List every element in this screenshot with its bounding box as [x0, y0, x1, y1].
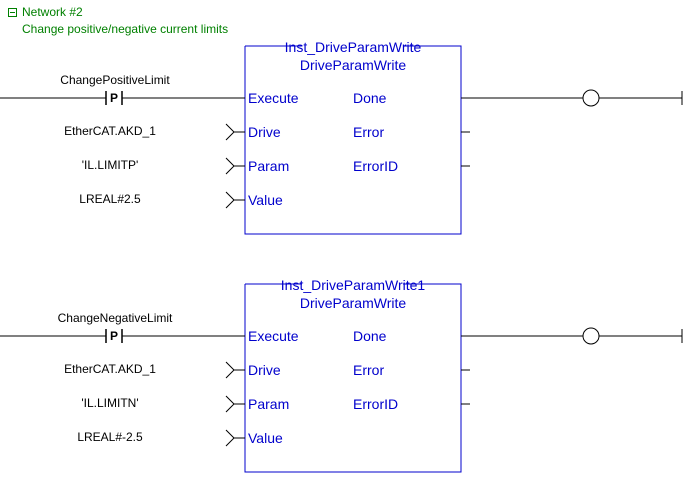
- block-1-input-connector-1: [225, 123, 245, 141]
- block-1-pin-done: Done: [353, 90, 387, 106]
- block-1-contact-name[interactable]: ChangePositiveLimit: [60, 73, 170, 87]
- block-2-pin-execute: Execute: [248, 328, 299, 344]
- block-1-pin-error: Error: [353, 124, 385, 140]
- network-collapse-toggle[interactable]: [8, 8, 17, 17]
- block-1-type-name: DriveParamWrite: [299, 57, 407, 73]
- block-2-instance-name[interactable]: Inst_DriveParamWrite1: [280, 277, 426, 293]
- block-2-coil: [582, 327, 600, 345]
- block-2-pin-error: Error: [353, 362, 385, 378]
- block-2-contact-name[interactable]: ChangeNegativeLimit: [57, 311, 173, 325]
- block-1-contact-type: P: [110, 91, 119, 105]
- block-1-pin-errorid: ErrorID: [353, 158, 399, 174]
- block-2-pin-value: Value: [248, 430, 283, 446]
- block-1-drive-value[interactable]: EtherCAT.AKD_1: [64, 124, 156, 138]
- block-2-pin-drive: Drive: [248, 362, 281, 378]
- block-1-pin-param: Param: [248, 158, 290, 174]
- block-2-input-connector-3: [225, 429, 245, 447]
- block-1-instance-name[interactable]: Inst_DriveParamWrite: [284, 39, 422, 55]
- block-1-pin-execute: Execute: [248, 90, 299, 106]
- block-1-frame: [244, 45, 462, 235]
- block-2-pin-param: Param: [248, 396, 290, 412]
- network-comment: Change positive/negative current limits: [22, 22, 229, 36]
- block-2-contact-type: P: [110, 329, 119, 343]
- block-1-input-connector-2: [225, 157, 245, 175]
- block-2-pin-done: Done: [353, 328, 387, 344]
- block-2-drive-value[interactable]: EtherCAT.AKD_1: [64, 362, 156, 376]
- block-1-pin-drive: Drive: [248, 124, 281, 140]
- block-1-value-value[interactable]: LREAL#2.5: [79, 192, 141, 206]
- block-2-pin-errorid: ErrorID: [353, 396, 399, 412]
- block-2-input-connector-1: [225, 361, 245, 379]
- block-2-type-name: DriveParamWrite: [299, 295, 407, 311]
- block-1-input-connector-3: [225, 191, 245, 209]
- network-title: Network #2: [22, 5, 83, 19]
- block-1-coil: [582, 89, 600, 107]
- block-2-value-value[interactable]: LREAL#-2.5: [77, 430, 143, 444]
- block-1-pin-value: Value: [248, 192, 283, 208]
- block-2-input-connector-2: [225, 395, 245, 413]
- block-2-param-value[interactable]: 'IL.LIMITN': [81, 396, 139, 410]
- block-1-param-value[interactable]: 'IL.LIMITP': [81, 158, 139, 172]
- block-2-frame: [244, 283, 462, 473]
